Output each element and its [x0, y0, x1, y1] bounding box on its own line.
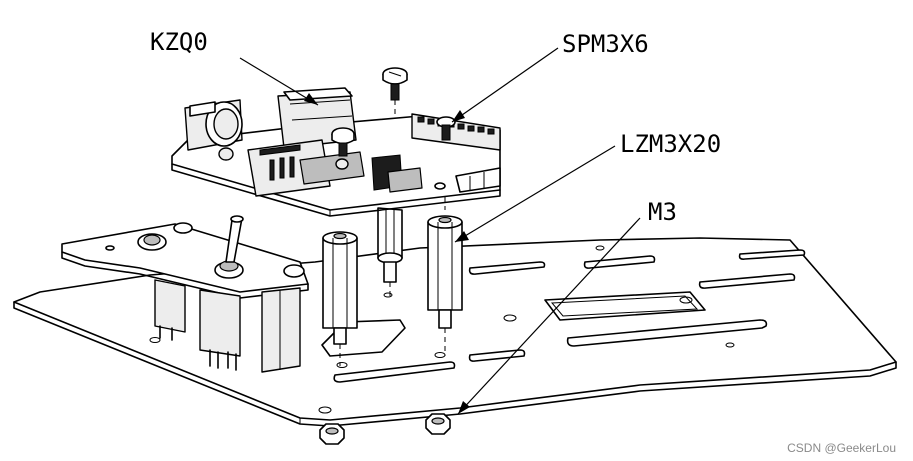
label-kzq0: KZQ0: [150, 28, 208, 56]
watermark: CSDN @GeekerLou: [787, 441, 896, 455]
label-m3: M3: [648, 198, 677, 226]
standoff-left: [322, 231, 358, 345]
label-lzm3x20: LZM3X20: [620, 130, 721, 158]
nut-left: [319, 423, 345, 445]
screw-board: [331, 127, 355, 157]
arrowheads: [304, 93, 470, 414]
leader-lines: [239, 47, 641, 415]
standoff-right: [427, 215, 463, 329]
standoff-middle: [377, 207, 403, 283]
screw-right: [436, 116, 456, 141]
controller-board: [171, 87, 501, 217]
label-spm3x6: SPM3X6: [562, 30, 649, 58]
nut-right: [425, 413, 451, 435]
screw-top: [382, 67, 408, 101]
switch-bracket: [61, 215, 309, 373]
